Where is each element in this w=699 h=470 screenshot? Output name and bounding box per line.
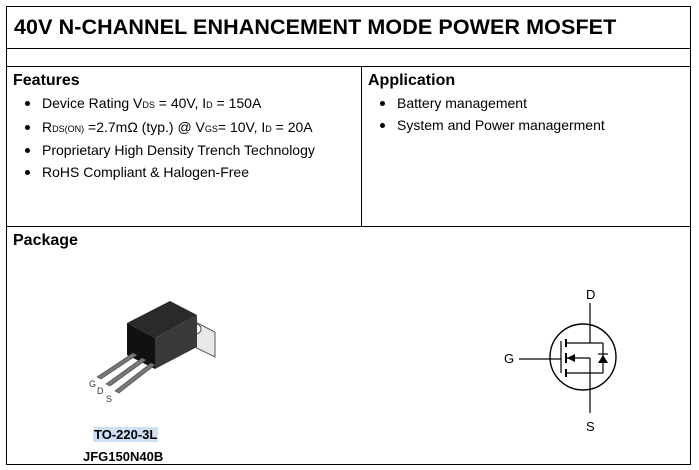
application-item: Battery management [378, 93, 690, 115]
features-heading: Features [13, 72, 80, 89]
bullet-icon [25, 169, 30, 175]
feature-item-trench: Proprietary High Density Trench Technolo… [23, 140, 361, 162]
bullet-icon [25, 101, 30, 106]
symbol-label-g: G [504, 351, 514, 366]
symbol-label-s: S [586, 419, 595, 434]
feature-item-rating: Device Rating VDS = 40V, ID = 150A [23, 93, 361, 117]
bullet-icon [25, 148, 30, 153]
feature-item-rohs: RoHS Compliant & Halogen-Free [23, 162, 361, 184]
application-list: Battery management System and Power mana… [362, 93, 690, 136]
bullet-icon [25, 124, 30, 130]
package-section: Package G D S D G [7, 226, 690, 464]
to220-package-icon: G D S [89, 301, 216, 404]
package-name: TO-220-3L [93, 427, 159, 442]
page-title: 40V N-CHANNEL ENHANCEMENT MODE POWER MOS… [7, 7, 690, 49]
application-item: System and Power managerment [378, 115, 690, 137]
application-heading: Application [368, 72, 456, 89]
package-heading: Package [13, 232, 78, 249]
symbol-label-d: D [586, 287, 595, 302]
application-section: Application Battery management System an… [362, 67, 690, 227]
bullet-icon [380, 122, 385, 128]
feature-item-rdson: RDS(ON) =2.7mΩ (typ.) @ VGS= 10V, ID = 2… [23, 117, 361, 141]
pin-label-d: D [97, 386, 104, 396]
mosfet-symbol-icon: D G S [504, 287, 617, 434]
header-spacer [7, 49, 690, 67]
bullet-icon [380, 101, 385, 106]
part-number: JFG150N40B [83, 449, 164, 464]
datasheet-frame: 40V N-CHANNEL ENHANCEMENT MODE POWER MOS… [6, 6, 691, 465]
pin-label-g: G [89, 379, 96, 389]
features-list: Device Rating VDS = 40V, ID = 150A RDS(O… [7, 93, 361, 183]
pin-label-s: S [106, 394, 112, 404]
features-section: Features Device Rating VDS = 40V, ID = 1… [7, 67, 362, 227]
